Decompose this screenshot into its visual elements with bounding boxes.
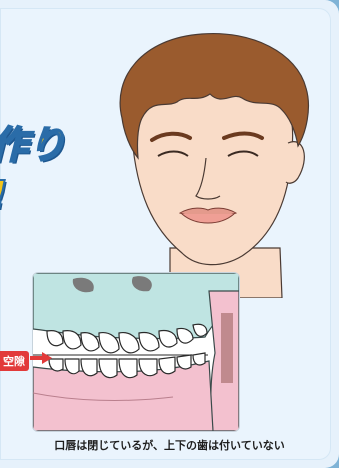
gap-label-tag: 空隙 (0, 351, 29, 371)
caption-text: 口唇は閉じているが、上下の歯は付いていない (0, 437, 339, 453)
arrow-right-icon (30, 351, 52, 365)
teeth-diagram (33, 273, 239, 431)
face-illustration (92, 28, 332, 298)
teeth-diagram-panel (32, 272, 240, 432)
headline-text: 作り ! (0, 120, 66, 220)
